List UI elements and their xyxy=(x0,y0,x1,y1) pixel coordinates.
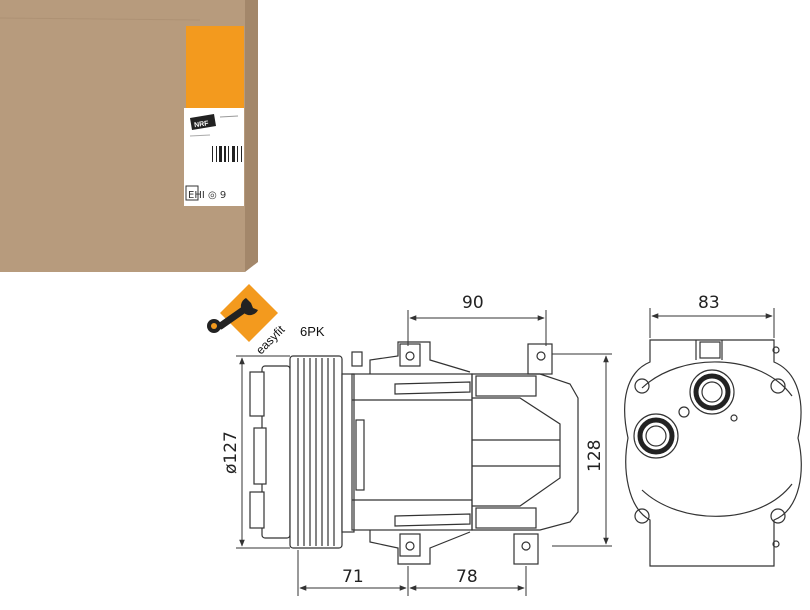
packaging-box: NRF EHI ◎ 9 xyxy=(0,0,258,272)
easyfit-logo: easyfit xyxy=(207,284,288,357)
box-orange-stripe xyxy=(186,26,244,110)
barcode-bar xyxy=(241,146,242,162)
belt-type-label: 6PK xyxy=(300,324,325,339)
pulley-grooves xyxy=(289,355,343,549)
barcode-bar xyxy=(228,146,229,162)
box-side-face xyxy=(245,0,258,272)
dim-top-length: 90 xyxy=(462,293,484,313)
compressor-front-view xyxy=(624,339,802,567)
barcode xyxy=(210,144,242,164)
dim-height: 128 xyxy=(585,440,605,472)
dim-pulley-diameter: ø127 xyxy=(221,431,241,474)
barcode-bar xyxy=(212,146,213,162)
barcode-bar xyxy=(216,146,217,162)
dim-side-width: 83 xyxy=(698,293,720,313)
dim-bottom-right: 78 xyxy=(456,567,478,587)
rear-housing xyxy=(471,373,579,531)
dim-bottom-left: 71 xyxy=(342,567,364,587)
suction-port xyxy=(689,369,735,415)
compressor-side-view xyxy=(249,341,579,565)
front-housing xyxy=(624,339,802,567)
barcode-bar xyxy=(237,146,238,162)
dimension-lines xyxy=(236,308,775,596)
nrf-logo-text: NRF xyxy=(194,120,210,129)
barcode-bar xyxy=(219,146,222,162)
barcode-bar xyxy=(232,146,235,162)
wrench-icon xyxy=(207,298,258,333)
certification-marks: EHI ◎ 9 xyxy=(188,190,226,201)
compressor-body xyxy=(351,373,473,531)
barcode-bar xyxy=(224,146,226,162)
nrf-logo: NRF xyxy=(190,114,216,130)
box-front-face xyxy=(0,0,245,272)
discharge-port xyxy=(633,413,679,459)
